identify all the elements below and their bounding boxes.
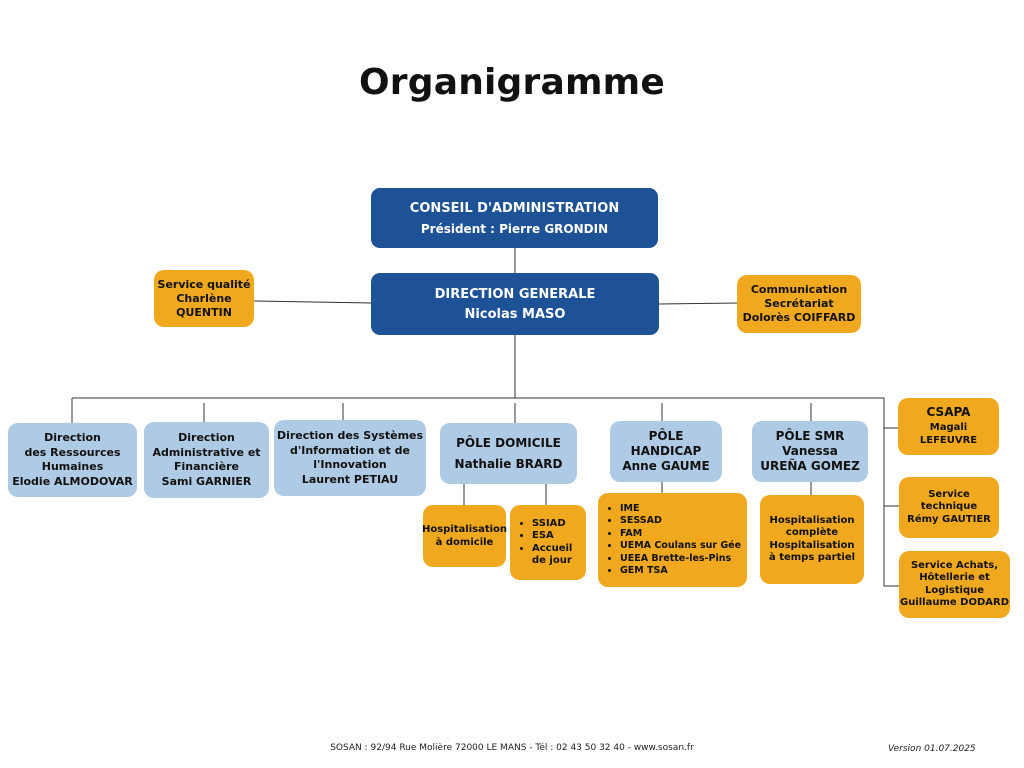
pole-smr-line: UREÑA GOMEZ bbox=[760, 459, 860, 473]
csapa-box: CSAPA Magali LEFEUVRE bbox=[898, 398, 999, 455]
ssiad-list: SSIAD ESA Accueil de jour bbox=[512, 518, 578, 568]
service-achats-line: Guillaume DODARD bbox=[899, 597, 1009, 608]
pole-smr-service-line: Hospitalisation bbox=[769, 514, 855, 526]
conseil-president: Président : Pierre GRONDIN bbox=[420, 221, 609, 236]
list-item: Accueil de jour bbox=[532, 543, 578, 568]
service-qualite-line: Service qualité bbox=[157, 277, 251, 291]
direction-administrative-line: Financière bbox=[173, 460, 239, 473]
conseil-administration-box: CONSEIL D'ADMINISTRATION Président : Pie… bbox=[371, 188, 658, 248]
pole-handicap-box: PÔLE HANDICAP Anne GAUME bbox=[610, 421, 722, 482]
pole-handicap-services-box: IME SESSAD FAM UEMA Coulans sur Gée UEEA… bbox=[598, 493, 747, 587]
direction-si-line: l'Innovation bbox=[313, 458, 387, 471]
pole-domicile-box: PÔLE DOMICILE Nathalie BRARD bbox=[440, 423, 577, 484]
pole-smr-line: PÔLE SMR bbox=[775, 429, 845, 443]
communication-box: Communication Secrétariat Dolorès COIFFA… bbox=[737, 275, 861, 333]
service-achats-line: Service Achats, bbox=[910, 559, 999, 571]
pole-smr-service-line: à temps partiel bbox=[768, 552, 856, 563]
direction-si-line: d'Information et de bbox=[290, 443, 410, 457]
direction-administrative-line: Administrative et bbox=[152, 445, 261, 459]
direction-si-box: Direction des Systèmes d'Information et … bbox=[274, 420, 426, 496]
service-technique-line: Service bbox=[928, 488, 970, 500]
list-item: IME bbox=[620, 503, 741, 516]
list-item: UEEA Brette-les-Pins bbox=[620, 553, 741, 566]
pole-smr-line: Vanessa bbox=[782, 444, 838, 458]
direction-rh-box: Direction des Ressources Humaines Elodie… bbox=[8, 423, 137, 497]
direction-generale-title: DIRECTION GENERALE bbox=[434, 286, 596, 302]
list-item: FAM bbox=[620, 528, 741, 541]
direction-si-line: Laurent PETIAU bbox=[301, 472, 399, 486]
pole-smr-services-box: Hospitalisation complète Hospitalisation… bbox=[760, 495, 864, 584]
service-achats-line: Logistique bbox=[924, 584, 985, 596]
page-title: Organigramme bbox=[358, 62, 666, 103]
pole-handicap-services-list: IME SESSAD FAM UEMA Coulans sur Gée UEEA… bbox=[600, 503, 741, 578]
communication-line: Dolorès COIFFARD bbox=[742, 311, 856, 324]
direction-rh-line: Direction bbox=[44, 431, 101, 444]
footer-address: SOSAN : 92/94 Rue Molière 72000 LE MANS … bbox=[330, 743, 694, 753]
direction-administrative-box: Direction Administrative et Financière S… bbox=[144, 422, 269, 498]
direction-generale-name: Nicolas MASO bbox=[464, 306, 566, 322]
csapa-line: LEFEUVRE bbox=[919, 435, 978, 446]
list-item: GEM TSA bbox=[620, 565, 741, 578]
service-qualite-box: Service qualité Charlène QUENTIN bbox=[154, 270, 254, 327]
ssiad-box: SSIAD ESA Accueil de jour bbox=[510, 505, 586, 580]
direction-rh-line: Humaines bbox=[41, 460, 104, 473]
service-achats-line: Hôtellerie et bbox=[919, 572, 990, 583]
list-item: UEMA Coulans sur Gée bbox=[620, 540, 741, 553]
csapa-line: Magali bbox=[929, 422, 968, 433]
csapa-title: CSAPA bbox=[926, 405, 971, 419]
service-qualite-line: Charlène bbox=[176, 291, 232, 305]
pole-domicile-name: Nathalie BRARD bbox=[454, 457, 563, 471]
list-item: SSIAD bbox=[532, 518, 578, 531]
pole-smr-service-line: Hospitalisation bbox=[769, 539, 855, 551]
hospitalisation-domicile-box: Hospitalisation à domicile bbox=[421, 505, 508, 567]
pole-handicap-line: PÔLE bbox=[648, 429, 684, 443]
conseil-title: CONSEIL D'ADMINISTRATION bbox=[409, 200, 620, 216]
service-achats-box: Service Achats, Hôtellerie et Logistique… bbox=[899, 551, 1010, 618]
communication-line: Communication bbox=[750, 283, 848, 296]
list-item: ESA bbox=[532, 530, 578, 543]
service-technique-line: Rémy GAUTIER bbox=[907, 513, 991, 525]
version-label: Version 01.07.2025 bbox=[888, 744, 976, 754]
service-technique-box: Service technique Rémy GAUTIER bbox=[899, 477, 999, 538]
service-technique-line: technique bbox=[920, 501, 978, 513]
direction-si-line: Direction des Systèmes bbox=[276, 429, 424, 442]
communication-line: Secrétariat bbox=[764, 297, 834, 310]
pole-handicap-line: HANDICAP bbox=[630, 444, 702, 458]
list-item: SESSAD bbox=[620, 515, 741, 528]
direction-generale-box: DIRECTION GENERALE Nicolas MASO bbox=[371, 273, 659, 335]
direction-administrative-line: Sami GARNIER bbox=[161, 474, 252, 488]
pole-smr-service-line: complète bbox=[785, 527, 839, 538]
pole-domicile-title: PÔLE DOMICILE bbox=[456, 436, 561, 450]
service-qualite-line: QUENTIN bbox=[176, 305, 232, 319]
direction-rh-line: des Ressources bbox=[24, 445, 121, 459]
direction-administrative-line: Direction bbox=[178, 431, 235, 444]
pole-smr-box: PÔLE SMR Vanessa UREÑA GOMEZ bbox=[752, 421, 868, 482]
hospitalisation-domicile-line: Hospitalisation bbox=[421, 524, 508, 535]
hospitalisation-domicile-line: à domicile bbox=[435, 537, 494, 548]
pole-handicap-line: Anne GAUME bbox=[622, 459, 710, 473]
direction-rh-line: Elodie ALMODOVAR bbox=[12, 474, 133, 488]
